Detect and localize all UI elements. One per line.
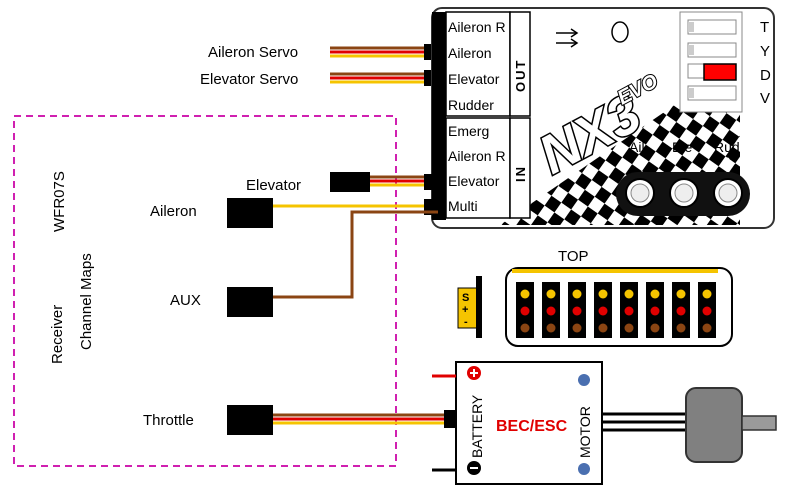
dip-switch-v[interactable]: [687, 85, 737, 101]
pin-dot: [520, 323, 530, 333]
pin-dot: [624, 323, 634, 333]
aileron-channel-label: Aileron: [150, 203, 197, 220]
pin-dot: [572, 289, 582, 299]
switch-letter-v: V: [760, 90, 770, 107]
receiver-model: WFR07S: [51, 171, 68, 232]
pin-dot: [676, 306, 686, 316]
aileron-servo-label: Aileron Servo: [208, 44, 298, 61]
pin-dot: [650, 323, 660, 333]
pin-dot: [520, 306, 530, 316]
in-pin-multi: Multi: [448, 198, 478, 214]
aileron-servo-lead: [330, 44, 438, 60]
aux-lead: [227, 210, 438, 317]
knob-ele[interactable]: [669, 178, 699, 208]
pin-dot: [702, 323, 712, 333]
pin-dot: [520, 289, 530, 299]
legend-minus: -: [464, 316, 468, 328]
knob-ele-label: Ele: [672, 139, 692, 155]
throttle-channel-label: Throttle: [143, 412, 194, 429]
direction-arrows-icon: [556, 28, 579, 48]
knob-ail-value: 0: [637, 156, 642, 166]
knob-rud[interactable]: [713, 178, 743, 208]
pin-dot: [624, 306, 634, 316]
pin-dot: [624, 289, 634, 299]
out-pin-aileron-r: Aileron R: [448, 19, 506, 35]
motor-dot-bottom-icon: [578, 463, 590, 475]
pin-dot: [598, 289, 608, 299]
pin-dot: [676, 289, 686, 299]
knob-ele-value: 0: [681, 156, 686, 166]
switch-letter-t: T: [760, 19, 769, 36]
knob-ail[interactable]: [625, 178, 655, 208]
pin-dot: [546, 306, 556, 316]
motor-dot-top-icon: [578, 374, 590, 386]
esc-battery-label: BATTERY: [469, 394, 485, 458]
knob-rud-label: Rud: [714, 139, 740, 155]
legend-plus: +: [462, 304, 468, 316]
pin-dot: [702, 306, 712, 316]
knob-ail-label: Ail: [629, 139, 645, 155]
pin-dot: [650, 306, 660, 316]
pin-dot: [598, 323, 608, 333]
pin-dot: [650, 289, 660, 299]
motor-icon: [685, 387, 777, 463]
esc-body: [432, 361, 690, 485]
battery-plus-icon: [467, 366, 481, 380]
out-group-label: OUT: [513, 59, 528, 92]
knob-rud-value: 0: [725, 156, 730, 166]
pin-dot: [546, 323, 556, 333]
switch-letter-y: Y: [760, 43, 770, 60]
pin-dot: [572, 306, 582, 316]
receiver-title-line1: Receiver: [49, 305, 66, 364]
pin-dot: [702, 289, 712, 299]
legend-signal: S: [462, 292, 469, 304]
aileron-lead: [227, 198, 438, 228]
pin-dot: [572, 323, 582, 333]
out-pin-aileron: Aileron: [448, 45, 492, 61]
elevator-channel-label: Elevator: [246, 177, 301, 194]
in-pin-emerg: Emerg: [448, 123, 489, 139]
elevator-lead: [330, 172, 438, 192]
out-pin-elevator: Elevator: [448, 71, 500, 87]
dip-switch-t[interactable]: [687, 19, 737, 35]
pin-dot: [598, 306, 608, 316]
aux-channel-label: AUX: [170, 292, 201, 309]
top-label: TOP: [558, 248, 589, 265]
dip-switch-block: [679, 11, 743, 113]
dip-switch-y[interactable]: [687, 42, 737, 58]
pin-dot: [676, 323, 686, 333]
in-pin-aileron-r: Aileron R: [448, 148, 506, 164]
pin-header-block: [505, 267, 733, 347]
in-group-label: IN: [513, 165, 528, 182]
throttle-lead: [227, 405, 458, 435]
out-pin-rudder: Rudder: [448, 97, 494, 113]
esc-label: BEC/ESC: [496, 418, 568, 435]
receiver-title-line2: Channel Maps: [78, 253, 95, 350]
led-icon: [611, 21, 629, 43]
battery-minus-icon: [467, 461, 481, 475]
switch-letter-d: D: [760, 67, 771, 84]
pin-header-legend: [457, 276, 482, 338]
receiver-box: [13, 115, 397, 467]
in-pin-elevator: Elevator: [448, 173, 500, 189]
elevator-servo-lead: [330, 70, 438, 86]
esc-motor-label: MOTOR: [577, 406, 593, 458]
pin-dot: [546, 289, 556, 299]
elevator-servo-label: Elevator Servo: [200, 71, 298, 88]
